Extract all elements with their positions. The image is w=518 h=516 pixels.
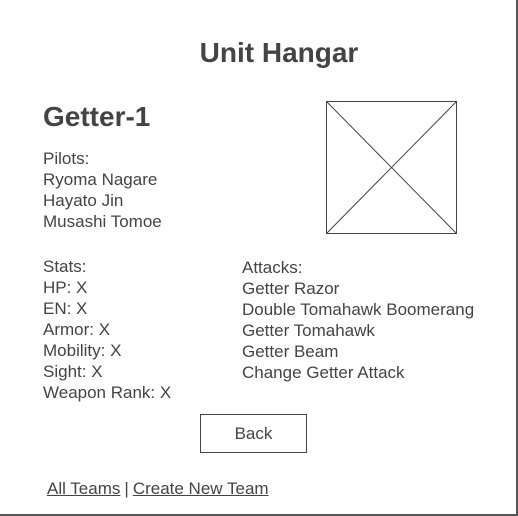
all-teams-link[interactable]: All Teams [47, 479, 121, 498]
stat-mobility: Mobility: X [43, 341, 122, 360]
attack-item: Change Getter Attack [242, 363, 405, 382]
attacks-label: Attacks: [242, 258, 303, 277]
attack-item: Double Tomahawk Boomerang [242, 300, 475, 319]
pilots-list: Pilots: Ryoma Nagare Hayato Jin Musashi … [43, 148, 162, 232]
pilot-item: Ryoma Nagare [43, 170, 158, 189]
stat-armor: Armor: X [43, 320, 111, 339]
pilots-label: Pilots: [43, 149, 90, 168]
unit-name: Getter-1 [43, 101, 151, 132]
attacks-list: Attacks: Getter Razor Double Tomahawk Bo… [242, 257, 474, 383]
stat-hp: HP: X [43, 278, 88, 297]
footer-links: All Teams|Create New Team [47, 479, 269, 499]
image-placeholder-icon [326, 101, 457, 234]
pilot-item: Musashi Tomoe [43, 212, 162, 231]
stats-label: Stats: [43, 257, 87, 276]
attack-item: Getter Razor [242, 279, 340, 298]
back-button[interactable]: Back [200, 414, 307, 453]
pilot-item: Hayato Jin [43, 191, 124, 210]
footer-separator: | [124, 479, 129, 498]
stats-list: Stats: HP: X EN: X Armor: X Mobility: X … [43, 256, 171, 403]
stat-weapon-rank: Weapon Rank: X [43, 383, 172, 402]
stat-sight: Sight: X [43, 362, 103, 381]
attack-item: Getter Tomahawk [242, 321, 375, 340]
attack-item: Getter Beam [242, 342, 339, 361]
page-title: Unit Hangar [199, 37, 359, 68]
create-new-team-link[interactable]: Create New Team [132, 479, 269, 498]
stat-en: EN: X [43, 299, 88, 318]
